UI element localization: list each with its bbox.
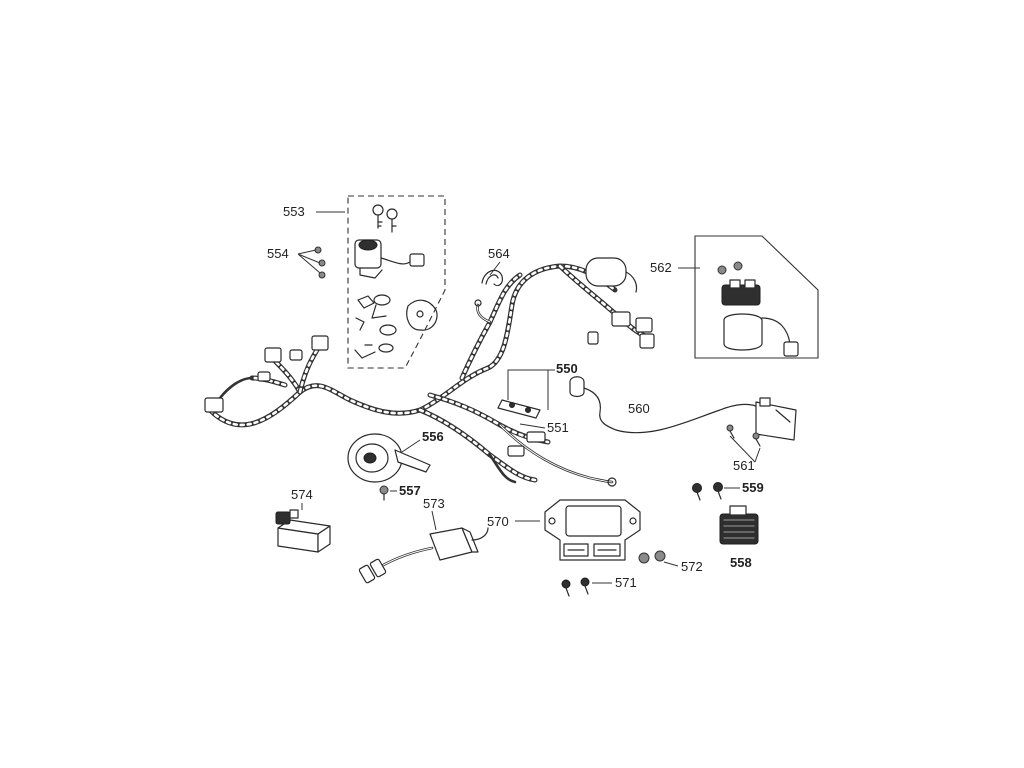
key-icon [372, 204, 398, 233]
leader-lines [297, 211, 761, 584]
callout-574: 574 [291, 487, 313, 502]
connector-icon [289, 349, 303, 361]
ecu-module [544, 499, 641, 561]
horn [347, 433, 431, 483]
callout-560: 560 [628, 401, 650, 416]
screw-icon [726, 424, 761, 447]
callout-labels: 553 554 564 562 550 551 560 556 557 561 … [267, 204, 764, 590]
ring-terminal [607, 477, 617, 487]
connector-icon [526, 431, 546, 443]
callout-559: 559 [742, 480, 764, 495]
connector-icon [311, 335, 329, 351]
connector-icon [264, 347, 282, 363]
screw-icon [692, 482, 723, 501]
connector-icon [611, 311, 631, 327]
connector-icon [507, 445, 525, 457]
screw-icon [314, 246, 326, 279]
connector-icon [635, 317, 653, 333]
screw-icon [379, 485, 389, 501]
callout-573: 573 [423, 496, 445, 511]
relay-body [721, 279, 799, 357]
voltage-regulator [719, 505, 759, 545]
nut-icon [638, 550, 666, 564]
callout-570: 570 [487, 514, 509, 529]
callout-553: 553 [283, 204, 305, 219]
connector-icon [639, 333, 655, 349]
wiring-harness [207, 263, 653, 484]
callout-561: 561 [733, 458, 755, 473]
connector-icon [204, 397, 224, 413]
callout-550: 550 [556, 361, 578, 376]
starter-relay-kit [694, 235, 819, 359]
callout-556: 556 [422, 429, 444, 444]
callout-558: 558 [730, 555, 752, 570]
callout-551: 551 [547, 420, 569, 435]
condenser [585, 257, 638, 293]
callout-572: 572 [681, 559, 703, 574]
harness-bracket [497, 399, 541, 419]
connector-icon [257, 371, 271, 382]
callout-554: 554 [267, 246, 289, 261]
callout-564: 564 [488, 246, 510, 261]
seat-lock [354, 294, 438, 359]
ring-terminal [474, 299, 482, 307]
nut-icon [717, 261, 743, 275]
wire-clamp [481, 269, 503, 287]
cdi-module [358, 527, 489, 584]
screw-icon [561, 577, 590, 597]
connector-icon [587, 331, 599, 345]
callout-562: 562 [650, 260, 672, 275]
ignition-coil [569, 376, 797, 441]
harness-connectors [204, 299, 655, 487]
ignition-switch-kit [314, 195, 446, 369]
callout-557: 557 [399, 483, 421, 498]
callout-571: 571 [615, 575, 637, 590]
relay-574 [275, 509, 331, 553]
ignition-switch [354, 239, 425, 279]
